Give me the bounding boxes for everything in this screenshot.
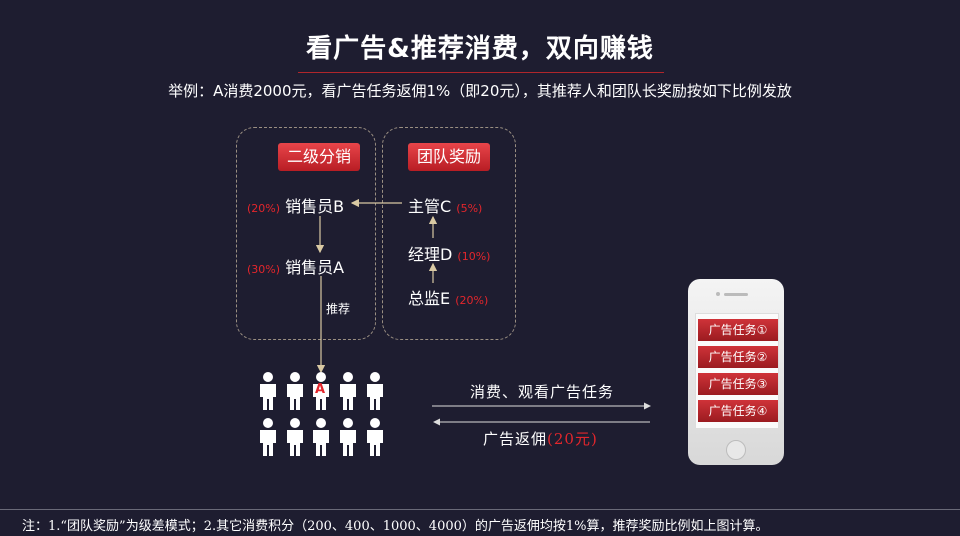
node-manager-d: 经理D (10%): [408, 241, 490, 265]
team-reward-tag: 团队奖励: [408, 143, 490, 171]
phone-home-button: [726, 440, 746, 460]
distribution-tag: 二级分销: [278, 143, 360, 171]
node-b-pct: (20%): [247, 202, 280, 215]
node-e-pct: (20%): [455, 294, 488, 307]
node-salesperson-a: (30%) 销售员A: [247, 254, 344, 278]
rebate-amount: (20元): [547, 430, 598, 448]
node-a-pct: (30%): [247, 263, 280, 276]
person-icon: [340, 372, 356, 410]
person-icon: [260, 418, 276, 456]
node-c-name: 主管C: [408, 197, 451, 216]
person-icon: [287, 418, 303, 456]
phone-camera: [716, 292, 720, 296]
node-e-name: 总监E: [408, 289, 450, 308]
node-b-name: 销售员B: [285, 197, 344, 216]
node-a-name: 销售员A: [285, 258, 344, 277]
node-d-name: 经理D: [408, 245, 452, 264]
person-icon: [287, 372, 303, 410]
footer-divider: [0, 509, 960, 510]
smartphone-icon: [688, 279, 784, 465]
page-title: 看广告&推荐消费，双向赚钱: [0, 28, 960, 65]
ad-task-1[interactable]: 广告任务①: [698, 319, 778, 341]
ad-task-3[interactable]: 广告任务③: [698, 373, 778, 395]
ad-task-4[interactable]: 广告任务④: [698, 400, 778, 422]
person-icon: [367, 418, 383, 456]
title-underline: [298, 72, 664, 73]
phone-speaker: [724, 293, 748, 296]
ad-task-2[interactable]: 广告任务②: [698, 346, 778, 368]
node-supervisor-c: 主管C (5%): [408, 193, 482, 217]
person-icon: [367, 372, 383, 410]
node-director-e: 总监E (20%): [408, 285, 488, 309]
consume-label: 消费、观看广告任务: [470, 381, 614, 402]
node-salesperson-b: (20%) 销售员B: [247, 193, 344, 217]
node-c-pct: (5%): [456, 202, 482, 215]
crowd-marker: A: [315, 382, 325, 397]
subtitle: 举例：A消费2000元，看广告任务返佣1%（即20元），其推荐人和团队长奖励按如…: [0, 80, 960, 101]
footer-note: 注：1.“团队奖励”为级差模式；2.其它消费积分（200、400、1000、40…: [22, 515, 769, 534]
rebate-label: 广告返佣(20元): [483, 428, 598, 449]
person-icon: [260, 372, 276, 410]
person-icon: [340, 418, 356, 456]
person-icon: [313, 418, 329, 456]
node-d-pct: (10%): [457, 250, 490, 263]
recommend-label: 推荐: [326, 300, 350, 317]
rebate-text: 广告返佣: [483, 430, 547, 448]
